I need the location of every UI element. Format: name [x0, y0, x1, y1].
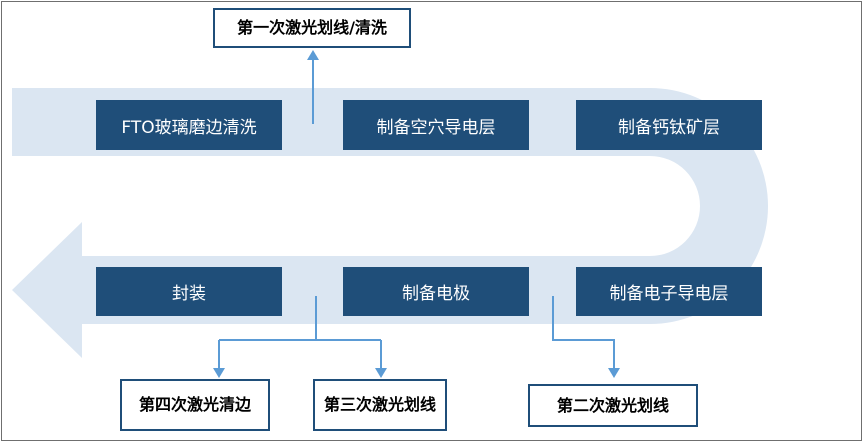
- step-hole-transport-layer: 制备空穴导电层: [343, 100, 529, 150]
- connector-second-laser: [552, 296, 615, 370]
- arrowhead-fourth-laser: [213, 368, 225, 378]
- arrowhead-third-laser: [375, 368, 387, 378]
- step-electrode: 制备电极: [343, 267, 529, 316]
- laser-step-fourth: 第四次激光清边: [120, 379, 270, 431]
- arrowhead-first-laser: [307, 50, 319, 60]
- step-packaging: 封装: [96, 267, 282, 316]
- step-perovskite-layer: 制备钙钛矿层: [576, 100, 762, 150]
- step-electron-transport-layer: 制备电子导电层: [576, 267, 762, 316]
- step-fto-cleaning: FTO玻璃磨边清洗: [96, 100, 282, 150]
- arrowhead-second-laser: [608, 368, 620, 378]
- laser-step-first: 第一次激光划线/清洗: [213, 8, 411, 48]
- laser-step-second: 第二次激光划线: [528, 384, 698, 427]
- laser-step-third: 第三次激光划线: [313, 379, 447, 431]
